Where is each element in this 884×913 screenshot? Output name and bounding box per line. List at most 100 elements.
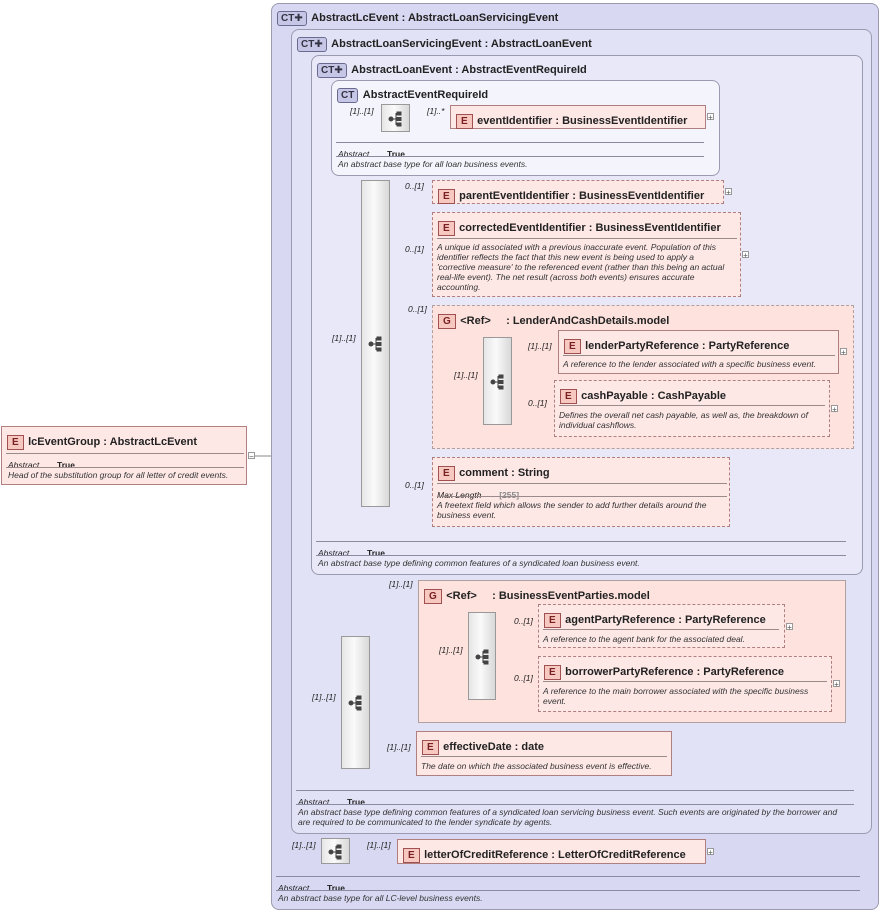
abstract-label: Abstract [8,460,40,470]
cardinality-label: [1]..* [427,106,445,116]
group-icon: G [438,314,456,329]
cardinality-label: [1]..[1] [528,341,552,351]
root-doc: Head of the substitution group for all l… [8,470,229,480]
complex-type-icon: CT✚ [297,37,327,52]
element-lender-party-reference[interactable]: E lenderPartyReference : PartyReference … [558,330,839,374]
element-title: agentPartyReference : PartyReference [565,614,766,626]
abstract-label: Abstract [278,883,310,893]
element-icon: E [456,114,473,129]
element-icon: E [7,435,24,450]
element-title: borrowerPartyReference : PartyReference [565,666,785,678]
element-event-identifier[interactable]: E eventIdentifier : BusinessEventIdentif… [450,105,706,129]
ct4-doc: An abstract base type for all loan busin… [338,159,528,169]
expand-toggle[interactable]: + [833,680,840,689]
element-doc: A reference to the main borrower associa… [543,686,809,706]
abstract-value: True [326,883,345,893]
collapse-toggle[interactable]: − [248,452,255,461]
ct3-title: AbstractLoanEvent : AbstractEventRequire… [351,64,587,76]
cardinality-label: 0..[1] [408,304,427,314]
element-icon: E [422,740,439,755]
expand-toggle[interactable]: + [786,623,793,632]
element-doc: A reference to the agent bank for the as… [543,634,745,644]
group-title: <Ref> : LenderAndCashDetails.model [460,315,670,327]
complex-type-icon: CT✚ [277,11,307,26]
cardinality-label: 0..[1] [528,398,547,408]
abstract-value: True [346,797,365,807]
element-icon: E [403,848,420,863]
abstract-label: Abstract [318,548,350,558]
cardinality-label: [1]..[1] [439,645,463,655]
expand-toggle[interactable]: + [707,848,714,857]
sequence-compositor[interactable] [468,612,496,700]
element-title: correctedEventIdentifier : BusinessEvent… [459,222,721,234]
sequence-icon [348,695,362,711]
cardinality-label: [1]..[1] [367,840,391,850]
element-title: effectiveDate : date [443,741,545,753]
cardinality-label: 0..[1] [514,673,533,683]
element-corrected-event-identifier[interactable]: E correctedEventIdentifier : BusinessEve… [432,212,741,297]
group-icon: G [424,589,442,604]
expand-toggle[interactable]: + [840,348,847,357]
element-cash-payable[interactable]: E cashPayable : CashPayable Defines the … [554,380,830,437]
sequence-icon [328,844,342,860]
element-icon: E [438,189,455,204]
element-letter-of-credit-reference[interactable]: E letterOfCreditReference : LetterOfCred… [397,839,706,864]
sequence-compositor[interactable] [341,636,370,769]
element-borrower-party-reference[interactable]: E borrowerPartyReference : PartyReferenc… [538,656,832,712]
cardinality-label: [1]..[1] [350,106,374,116]
sequence-icon [388,111,402,127]
element-doc: A unique id associated with a previous i… [437,242,725,292]
element-title: cashPayable : CashPayable [581,390,727,402]
cardinality-label: 0..[1] [405,244,424,254]
expand-toggle[interactable]: + [742,251,749,260]
sequence-icon [475,649,489,665]
sequence-compositor[interactable] [321,838,350,864]
element-title: eventIdentifier : BusinessEventIdentifie… [477,115,688,127]
complex-type-icon: CT [337,88,359,103]
root-element-box[interactable]: E lcEventGroup : AbstractLcEvent Abstrac… [1,426,247,485]
element-icon: E [564,339,581,354]
sequence-compositor[interactable] [381,104,410,132]
element-effective-date[interactable]: E effectiveDate : date The date on which… [416,731,672,776]
max-length-label: Max Length [437,490,482,500]
element-title: comment : String [459,467,550,479]
element-icon: E [544,665,561,680]
root-element-title: lcEventGroup : AbstractLcEvent [28,436,198,448]
sequence-compositor[interactable] [361,180,390,507]
cardinality-label: 0..[1] [405,181,424,191]
element-title: letterOfCreditReference : LetterOfCredit… [424,849,686,861]
cardinality-label: [1]..[1] [292,840,316,850]
ct4-title: AbstractEventRequireId [362,89,489,101]
element-doc: The date on which the associated busines… [421,761,652,771]
sequence-compositor[interactable] [483,337,512,425]
cardinality-label: 0..[1] [405,480,424,490]
cardinality-label: [1]..[1] [389,579,413,589]
element-icon: E [438,221,455,236]
abstract-label: Abstract [298,797,330,807]
abstract-value: True [386,149,405,159]
element-icon: E [438,466,455,481]
element-title: parentEventIdentifier : BusinessEventIde… [459,190,705,202]
max-length-value: [255] [499,490,520,500]
cardinality-label: 0..[1] [514,616,533,626]
element-doc: A reference to the lender associated wit… [563,359,816,369]
ct2-doc: An abstract base type defining common fe… [298,807,838,827]
expand-toggle[interactable]: + [725,188,732,197]
sequence-icon [368,336,382,352]
abstract-value: True [56,460,75,470]
cardinality-label: [1]..[1] [387,742,411,752]
ct2-title: AbstractLoanServicingEvent : AbstractLoa… [331,38,592,50]
element-comment[interactable]: E comment : String Max Length [255] A fr… [432,457,730,527]
element-doc: Defines the overall net cash payable, as… [559,410,809,430]
cardinality-label: [1]..[1] [454,370,478,380]
element-title: lenderPartyReference : PartyReference [585,340,790,352]
expand-toggle[interactable]: + [707,113,714,122]
expand-toggle[interactable]: + [831,405,838,414]
element-icon: E [560,389,577,404]
element-agent-party-reference[interactable]: E agentPartyReference : PartyReference A… [538,604,785,648]
element-doc: A freetext field which allows the sender… [437,500,707,520]
sequence-icon [490,374,504,390]
element-parent-event-identifier[interactable]: E parentEventIdentifier : BusinessEventI… [432,180,724,204]
cardinality-label: [1]..[1] [312,692,336,702]
group-title: <Ref> : BusinessEventParties.model [446,590,650,602]
